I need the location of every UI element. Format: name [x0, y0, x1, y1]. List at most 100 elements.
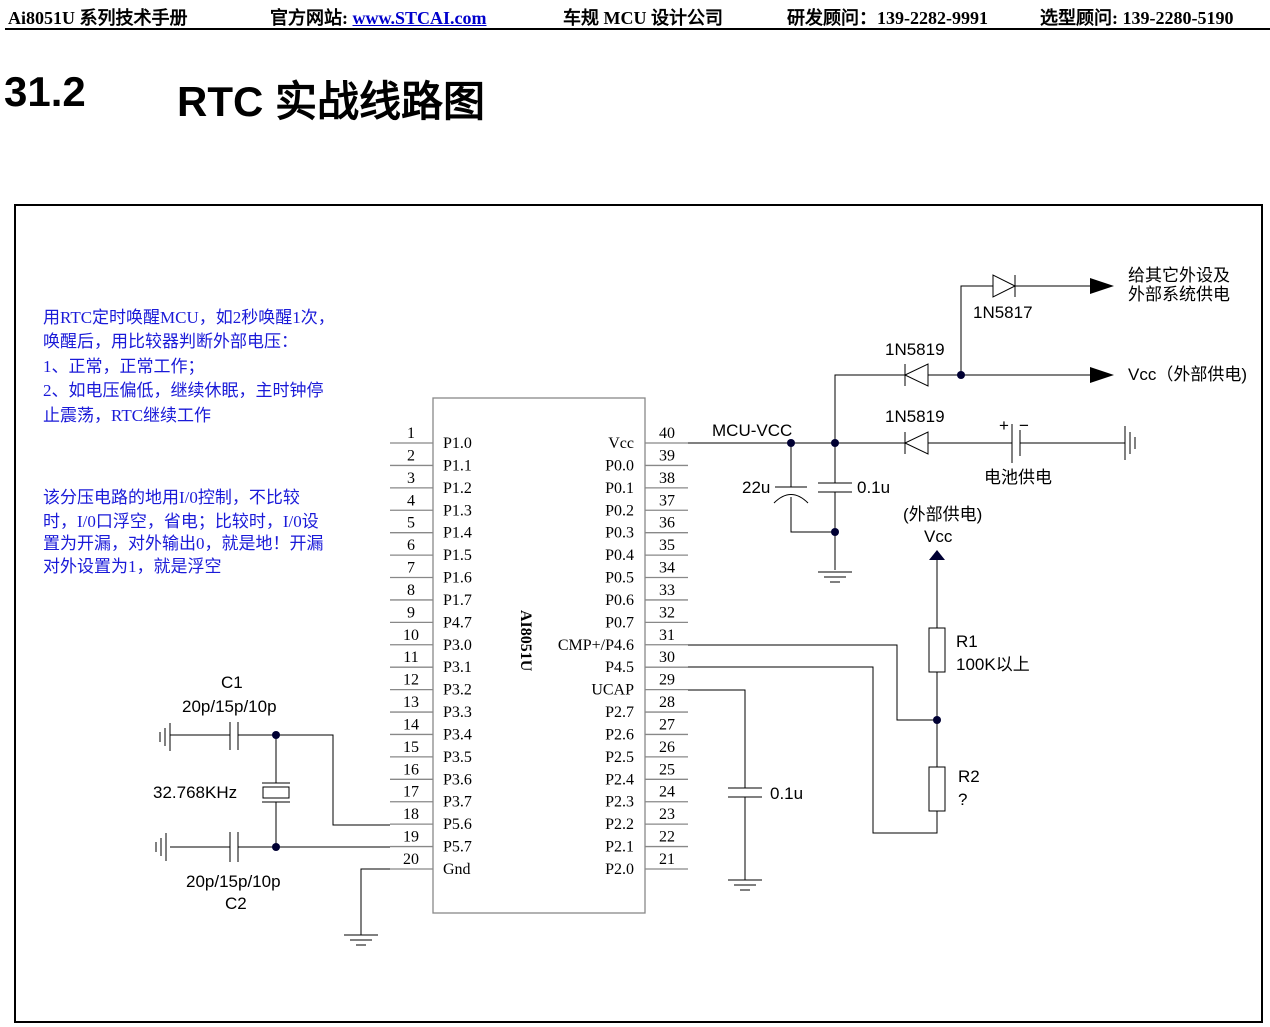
pin-number: 4 — [407, 492, 415, 509]
chip-name: AI8051U — [517, 610, 534, 672]
company-tagline: 车规 MCU 设计公司 — [563, 8, 723, 28]
junction — [933, 716, 941, 724]
pin-number: 10 — [403, 627, 419, 644]
resistor-r2: R2 ? — [928, 766, 980, 812]
r1-label: R1 — [956, 632, 978, 651]
capacitor-ucap: 0.1u — [728, 784, 803, 803]
pin-name: P5.7 — [443, 839, 472, 856]
pin-number: 2 — [407, 447, 415, 464]
header-divider — [5, 28, 1270, 30]
pin-name: P1.2 — [443, 480, 472, 497]
diode-label: 1N5817 — [973, 303, 1033, 322]
mcu-vcc-label: MCU-VCC — [712, 421, 792, 440]
pin-name: P4.7 — [443, 614, 472, 631]
r2-value: ? — [958, 790, 967, 809]
r1-value: 100K以上 — [956, 655, 1030, 674]
pin-number: 30 — [659, 649, 675, 666]
pin-name: P1.7 — [443, 592, 472, 609]
cap-label: 0.1u — [770, 784, 803, 803]
website-label: 官方网站: — [270, 8, 353, 28]
pin-number: 1 — [407, 425, 415, 442]
junction — [831, 528, 839, 536]
pin-number: 26 — [659, 739, 675, 756]
diode-label: 1N5819 — [885, 407, 945, 426]
ext-vcc-label: Vcc — [924, 527, 953, 546]
r2-label: R2 — [958, 767, 980, 786]
pin-number: 40 — [659, 425, 675, 442]
pin-name: P3.5 — [443, 749, 472, 766]
pin-name: P0.2 — [605, 502, 634, 519]
pin-name: P0.5 — [605, 570, 634, 587]
pin-number: 25 — [659, 761, 675, 778]
pin-number: 34 — [659, 560, 675, 577]
pin-number: 28 — [659, 694, 675, 711]
page-header: Ai8051U 系列技术手册 官方网站: www.STCAI.com 车规 MC… — [0, 2, 1270, 28]
note-line: 唤醒后，用比较器判断外部电压： — [43, 332, 298, 351]
pin-name: P2.7 — [605, 704, 634, 721]
ground-symbol — [155, 833, 167, 861]
ground-symbol — [818, 571, 852, 583]
pin-number: 29 — [659, 672, 675, 689]
capacitor-22u: 22u — [742, 478, 809, 504]
pin-name: UCAP — [591, 682, 634, 699]
ext-vcc-note: (外部供电) — [903, 505, 982, 524]
pin-number: 31 — [659, 627, 675, 644]
output-label: 外部系统供电 — [1128, 285, 1230, 304]
pin-number: 9 — [407, 604, 415, 621]
output-label: 给其它外设及 — [1128, 266, 1230, 285]
pin-name: P3.6 — [443, 771, 472, 788]
diode-1n5819-ext: 1N5819 — [885, 340, 945, 387]
pin-number: 39 — [659, 447, 675, 464]
pin-number: 16 — [403, 761, 419, 778]
website-link[interactable]: www.STCAI.com — [352, 8, 487, 28]
c2-value: 20p/15p/10p — [186, 872, 281, 891]
c1-value: 20p/15p/10p — [182, 697, 277, 716]
ground-symbol — [344, 934, 378, 946]
pin-name: P2.4 — [605, 771, 634, 788]
pin-number: 19 — [403, 829, 419, 846]
crystal-label: 32.768KHz — [153, 783, 237, 802]
section-title: RTC 实战线路图 — [177, 78, 485, 125]
external-vcc: (外部供电) Vcc — [903, 505, 982, 560]
pin-number: 36 — [659, 515, 675, 532]
pin-name: P3.2 — [443, 682, 472, 699]
pin-name: P0.6 — [605, 592, 634, 609]
battery-plus: + — [999, 416, 1009, 435]
pin-name: P0.1 — [605, 480, 634, 497]
divider-wires — [688, 560, 938, 880]
capacitor-c2: 20p/15p/10p C2 — [186, 832, 281, 913]
manual-title: Ai8051U 系列技术手册 — [8, 8, 188, 28]
battery-minus: − — [1019, 416, 1029, 435]
note-line: 对外设置为1，就是浮空 — [43, 557, 222, 576]
pin-name: Vcc — [608, 435, 634, 452]
pin-name: CMP+/P4.6 — [558, 637, 634, 654]
pin-number: 38 — [659, 470, 675, 487]
diagram-frame — [14, 204, 1263, 1023]
pin-number: 22 — [659, 829, 675, 846]
output-label: Vcc（外部供电) — [1128, 365, 1247, 384]
pin-number: 18 — [403, 806, 419, 823]
website: 官方网站: www.STCAI.com — [270, 4, 487, 30]
pin-name: P1.1 — [443, 457, 472, 474]
pin-name: P1.5 — [443, 547, 472, 564]
pin-name: P2.0 — [605, 861, 634, 878]
diode-label: 1N5819 — [885, 340, 945, 359]
pin-number: 13 — [403, 694, 419, 711]
note-line: 置为开漏，对外输出0，就是地！开漏 — [43, 534, 324, 553]
pin-name: P2.5 — [605, 749, 634, 766]
note-line: 时，I/0口浮空，省电；比较时，I/0设 — [43, 512, 319, 531]
pin-name: P3.0 — [443, 637, 472, 654]
c1-label: C1 — [221, 673, 243, 692]
pin-name: P3.4 — [443, 726, 472, 743]
pin-name: P2.2 — [605, 816, 634, 833]
pin-name: P1.3 — [443, 502, 472, 519]
pin-number: 14 — [403, 716, 419, 733]
pin-name: P3.3 — [443, 704, 472, 721]
sales-contact: 选型顾问: 139-2280-5190 — [1040, 8, 1234, 28]
junction — [831, 439, 839, 447]
capacitor-0-1u-vcc: 0.1u — [818, 478, 890, 497]
ground-symbol — [159, 723, 171, 751]
junction — [272, 731, 280, 739]
pin-number: 11 — [403, 649, 418, 666]
